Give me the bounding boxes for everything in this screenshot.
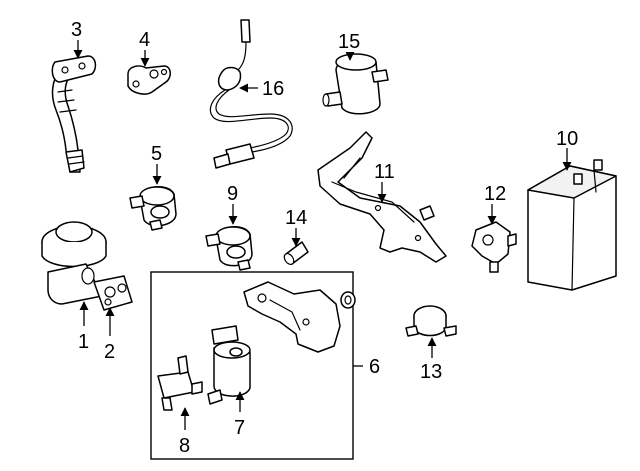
- fitting-part: [283, 241, 309, 266]
- callout-3: 3: [71, 19, 82, 41]
- small-solenoid-part: [157, 355, 203, 411]
- filter-part: [322, 53, 389, 115]
- callout-5: 5: [151, 143, 162, 165]
- leader-lines: [73, 40, 572, 430]
- callout-14: 14: [285, 207, 307, 229]
- callout-6: 6: [369, 356, 380, 378]
- callout-16: 16: [262, 78, 284, 100]
- callout-8: 8: [179, 435, 190, 457]
- callout-9: 9: [227, 183, 238, 205]
- vacuum-valve-2-part: [205, 226, 253, 271]
- callout-13: 13: [420, 361, 442, 383]
- egr-tube-part: [51, 55, 97, 173]
- callout-4: 4: [139, 29, 150, 51]
- mounting-bracket-part: [243, 281, 356, 353]
- callout-7: 7: [234, 417, 245, 439]
- solenoid-part: [471, 221, 517, 273]
- callout-11: 11: [374, 161, 395, 183]
- callout-1: 1: [78, 331, 89, 353]
- callout-10: 10: [556, 128, 578, 150]
- charcoal-canister-part: [527, 159, 617, 291]
- bracket-part: [317, 131, 447, 263]
- callout-12: 12: [484, 183, 506, 205]
- callout-2: 2: [104, 341, 115, 363]
- solenoid-valve-part: [207, 325, 251, 405]
- vacuum-valve-part: [129, 186, 177, 231]
- gasket-part: [127, 65, 171, 95]
- egr-valve-part: [41, 221, 133, 311]
- callout-15: 15: [338, 31, 360, 53]
- vacuum-actuator-part: [405, 305, 457, 337]
- oxygen-sensor-part: [209, 19, 293, 169]
